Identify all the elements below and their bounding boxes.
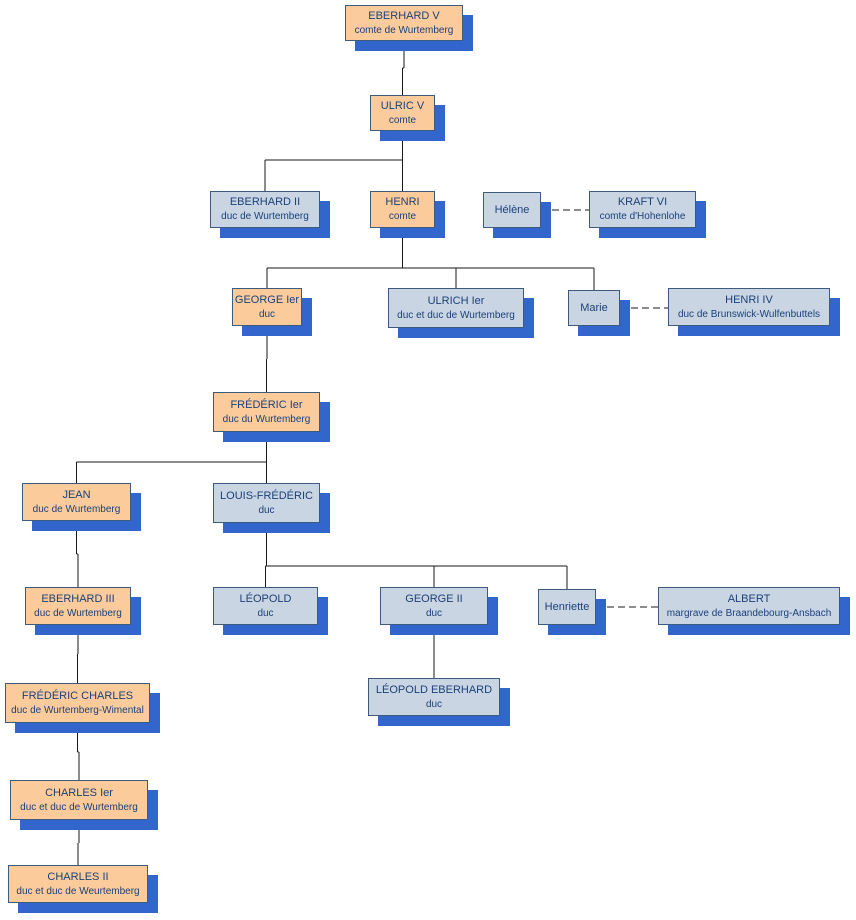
node-kraft6: KRAFT VI comte d'Hohenlohe: [589, 191, 696, 228]
person-name: Marie: [580, 301, 608, 314]
node-fredericcharles: FRÉDÉRIC CHARLES duc de Wurtemberg-Wiment…: [5, 683, 150, 723]
person-title: duc de Wurtemberg: [221, 211, 309, 223]
person-title: comte de Wurtemberg: [354, 24, 454, 36]
person-name: EBERHARD II: [229, 196, 301, 209]
node-leopoldeberhard: LÉOPOLD EBERHARD duc: [368, 678, 500, 716]
person-title: duc de Wurtemberg-Wimental: [11, 704, 144, 716]
person-name: EBERHARD III: [41, 592, 115, 605]
person-title: duc: [258, 504, 275, 516]
person-title: duc et duc de Wurtemberg: [20, 801, 138, 813]
person-title: duc de Brunswick-Wulfenbuttels: [677, 308, 821, 320]
person-name: FRÉDÉRIC CHARLES: [21, 689, 134, 702]
person-name: Henriette: [544, 600, 590, 613]
node-frederic1: FRÉDÉRIC Ier duc du Wurtemberg: [213, 392, 320, 432]
person-title: comte d'Hohenlohe: [599, 211, 686, 223]
person-name: ULRIC V: [380, 99, 425, 112]
person-name: ALBERT: [727, 592, 771, 605]
node-albert: ALBERT margrave de Braandebourg-Ansbach: [658, 587, 840, 625]
person-title: duc de Wurtemberg: [32, 503, 121, 515]
person-name: HENRI IV: [725, 293, 773, 306]
node-george2: GEORGE II duc: [380, 587, 488, 625]
person-name: GEORGE Ier: [234, 293, 300, 306]
person-name: CHARLES II: [47, 870, 109, 883]
node-charles2: CHARLES II duc et duc de Weurtemberg: [8, 865, 148, 903]
node-eberhard2: EBERHARD II duc de Wurtemberg: [210, 191, 320, 228]
person-name: HENRI: [385, 196, 420, 209]
node-ulrich1: ULRICH Ier duc et duc de Wurtemberg: [388, 288, 524, 328]
person-name: JEAN: [62, 488, 91, 501]
person-title: duc: [425, 698, 443, 710]
person-name: LÉOPOLD: [239, 592, 292, 605]
person-title: duc et duc de Wurtemberg: [397, 309, 515, 321]
person-name: GEORGE II: [405, 592, 463, 605]
node-charles1: CHARLES Ier duc et duc de Wurtemberg: [10, 780, 148, 820]
node-eberhard3: EBERHARD III duc de Wurtemberg: [25, 587, 131, 625]
person-name: CHARLES Ier: [45, 786, 113, 799]
person-name: LÉOPOLD EBERHARD: [375, 683, 493, 696]
person-name: ULRICH Ier: [427, 294, 485, 307]
node-helene: Hélène: [483, 192, 541, 228]
node-henriette: Henriette: [538, 589, 596, 625]
node-henri4: HENRI IV duc de Brunswick-Wulfenbuttels: [668, 288, 830, 326]
person-name: EBERHARD V: [368, 9, 440, 22]
person-name: FRÉDÉRIC Ier: [230, 398, 303, 411]
person-title: duc de Wurtemberg: [34, 607, 122, 619]
node-jean: JEAN duc de Wurtemberg: [22, 483, 131, 521]
person-name: LOUIS-FRÉDÉRIC: [220, 489, 313, 502]
node-marie: Marie: [568, 290, 620, 326]
node-henri: HENRI comte: [370, 191, 435, 228]
person-name: KRAFT VI: [617, 196, 668, 209]
person-title: duc: [425, 607, 443, 619]
node-leopold: LÉOPOLD duc: [213, 587, 318, 625]
person-name: Hélène: [494, 203, 530, 216]
person-title: comte: [388, 114, 417, 126]
person-title: margrave de Braandebourg-Ansbach: [666, 607, 832, 619]
node-george1: GEORGE Ier duc: [232, 288, 302, 326]
node-ulric5: ULRIC V comte: [370, 95, 435, 131]
node-louisfrederic: LOUIS-FRÉDÉRIC duc: [213, 483, 320, 523]
node-eberhard5: EBERHARD V comte de Wurtemberg: [345, 5, 463, 41]
person-title: duc et duc de Weurtemberg: [16, 885, 140, 897]
person-title: duc: [257, 607, 274, 619]
person-title: duc du Wurtemberg: [222, 413, 311, 425]
person-title: comte: [388, 211, 417, 223]
person-title: duc: [258, 308, 276, 320]
